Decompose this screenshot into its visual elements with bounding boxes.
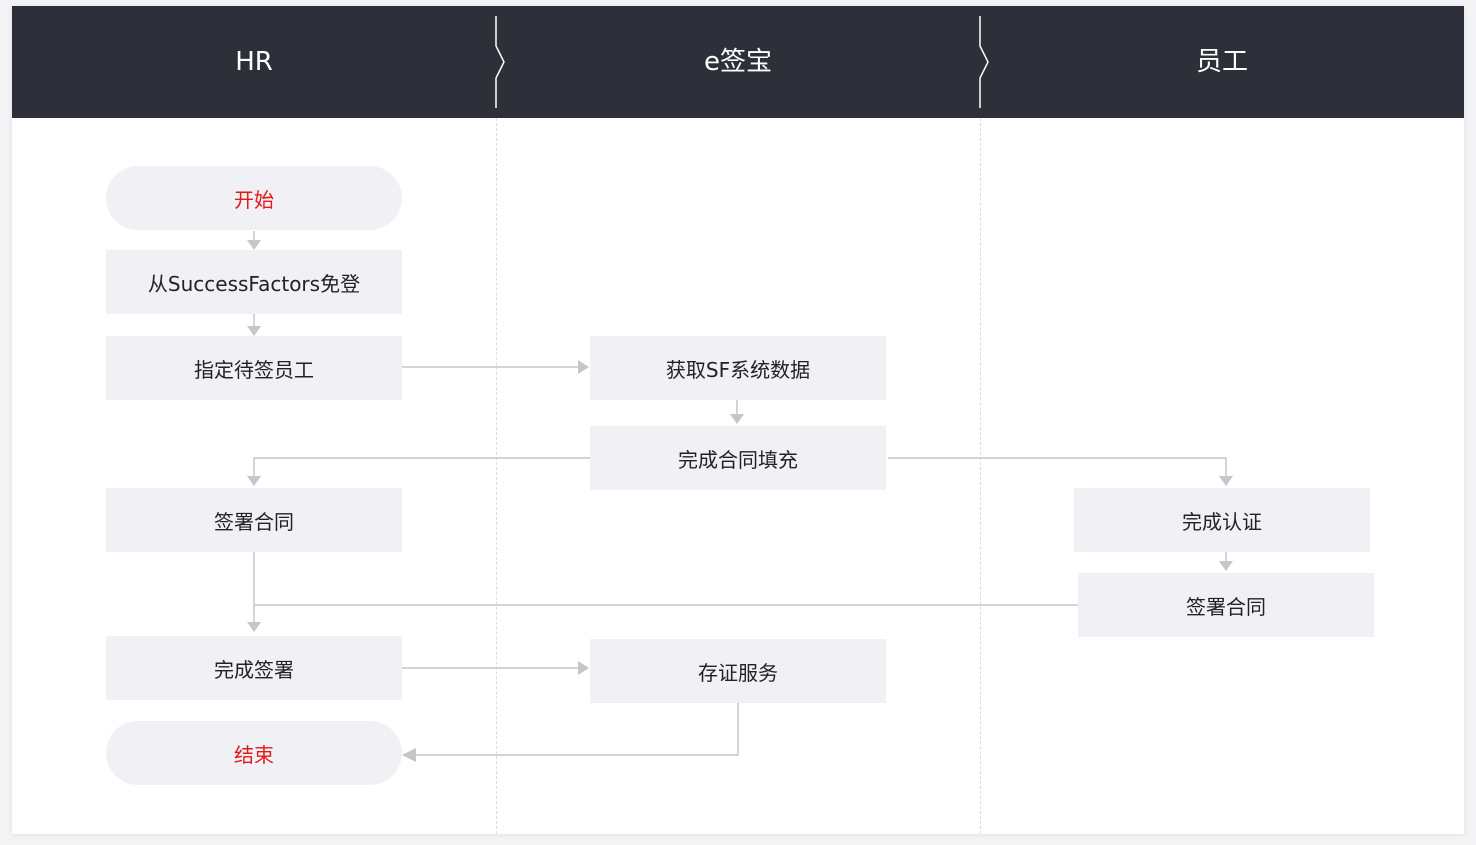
swimlane-header: HR e签宝 员工 [12, 6, 1464, 118]
arrowhead-fill-hrsign [247, 476, 261, 486]
node-complete-sign: 完成签署 [106, 636, 402, 700]
lane-divider-1 [496, 118, 497, 834]
arrowhead-into-complete [247, 622, 261, 632]
lane-title-employee: 员工 [1195, 47, 1248, 77]
header-chevron-1 [495, 16, 505, 108]
arrowhead-evidence-end [402, 748, 416, 762]
node-hr-sign: 签署合同 [106, 488, 402, 552]
flowchart-card: HR e签宝 员工 [12, 6, 1464, 834]
connector-fill-verify [888, 457, 1227, 476]
node-employee-verify: 完成认证 [1074, 488, 1370, 552]
connector-fill-hrsign [253, 457, 590, 476]
arrowhead-login-assign [247, 326, 261, 336]
arrowhead-start-login [247, 240, 261, 250]
node-fetch-sf-data: 获取SF系统数据 [590, 336, 886, 400]
arrowhead-verify-empsign [1219, 561, 1233, 571]
connector-evidence-end [416, 703, 739, 756]
arrowhead-fetch-fill [730, 414, 744, 424]
lane-title-esign: e签宝 [704, 47, 772, 77]
node-fill-contract: 完成合同填充 [590, 426, 886, 490]
arrowhead-complete-evidence [578, 661, 589, 675]
node-assign-employee: 指定待签员工 [106, 336, 402, 400]
node-start: 开始 [106, 166, 402, 230]
header-chevrons [495, 16, 989, 108]
connector-layer [247, 231, 1233, 762]
lane-divider-2 [980, 118, 981, 834]
arrowhead-fill-verify [1219, 476, 1233, 486]
node-end: 结束 [106, 721, 402, 785]
lane-title-hr: HR [235, 47, 273, 77]
node-sf-login: 从SuccessFactors免登 [106, 250, 402, 314]
arrowhead-assign-fetch [578, 360, 589, 374]
header-chevron-2 [979, 16, 989, 108]
node-employee-sign: 签署合同 [1078, 573, 1374, 637]
node-evidence-service: 存证服务 [590, 639, 886, 703]
